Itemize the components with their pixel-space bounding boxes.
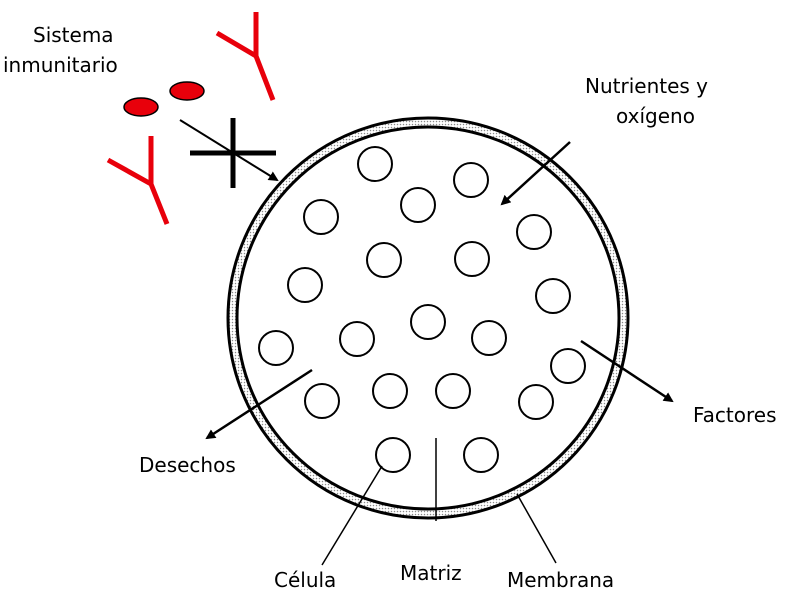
label-immune-line2: inmunitario xyxy=(3,53,118,77)
capsule-matrix xyxy=(237,127,619,509)
antibody-y-icon xyxy=(108,136,167,224)
immune-arrow xyxy=(180,120,277,180)
label-nutrients-line2: oxígeno xyxy=(616,104,695,128)
membrane-leader-line xyxy=(517,494,556,563)
label-immune-line1: Sistema xyxy=(33,23,114,47)
label-matrix: Matriz xyxy=(400,561,462,585)
label-cell: Célula xyxy=(274,568,336,591)
label-nutrients-line1: Nutrientes y xyxy=(585,74,708,98)
immune-system-group xyxy=(108,12,276,224)
label-membrane: Membrana xyxy=(507,568,614,591)
red-cell-icon xyxy=(170,82,204,100)
label-factors: Factores xyxy=(693,403,777,427)
antibody-y-icon xyxy=(217,12,273,100)
label-waste: Desechos xyxy=(139,453,236,477)
red-cell-icon xyxy=(124,98,158,116)
